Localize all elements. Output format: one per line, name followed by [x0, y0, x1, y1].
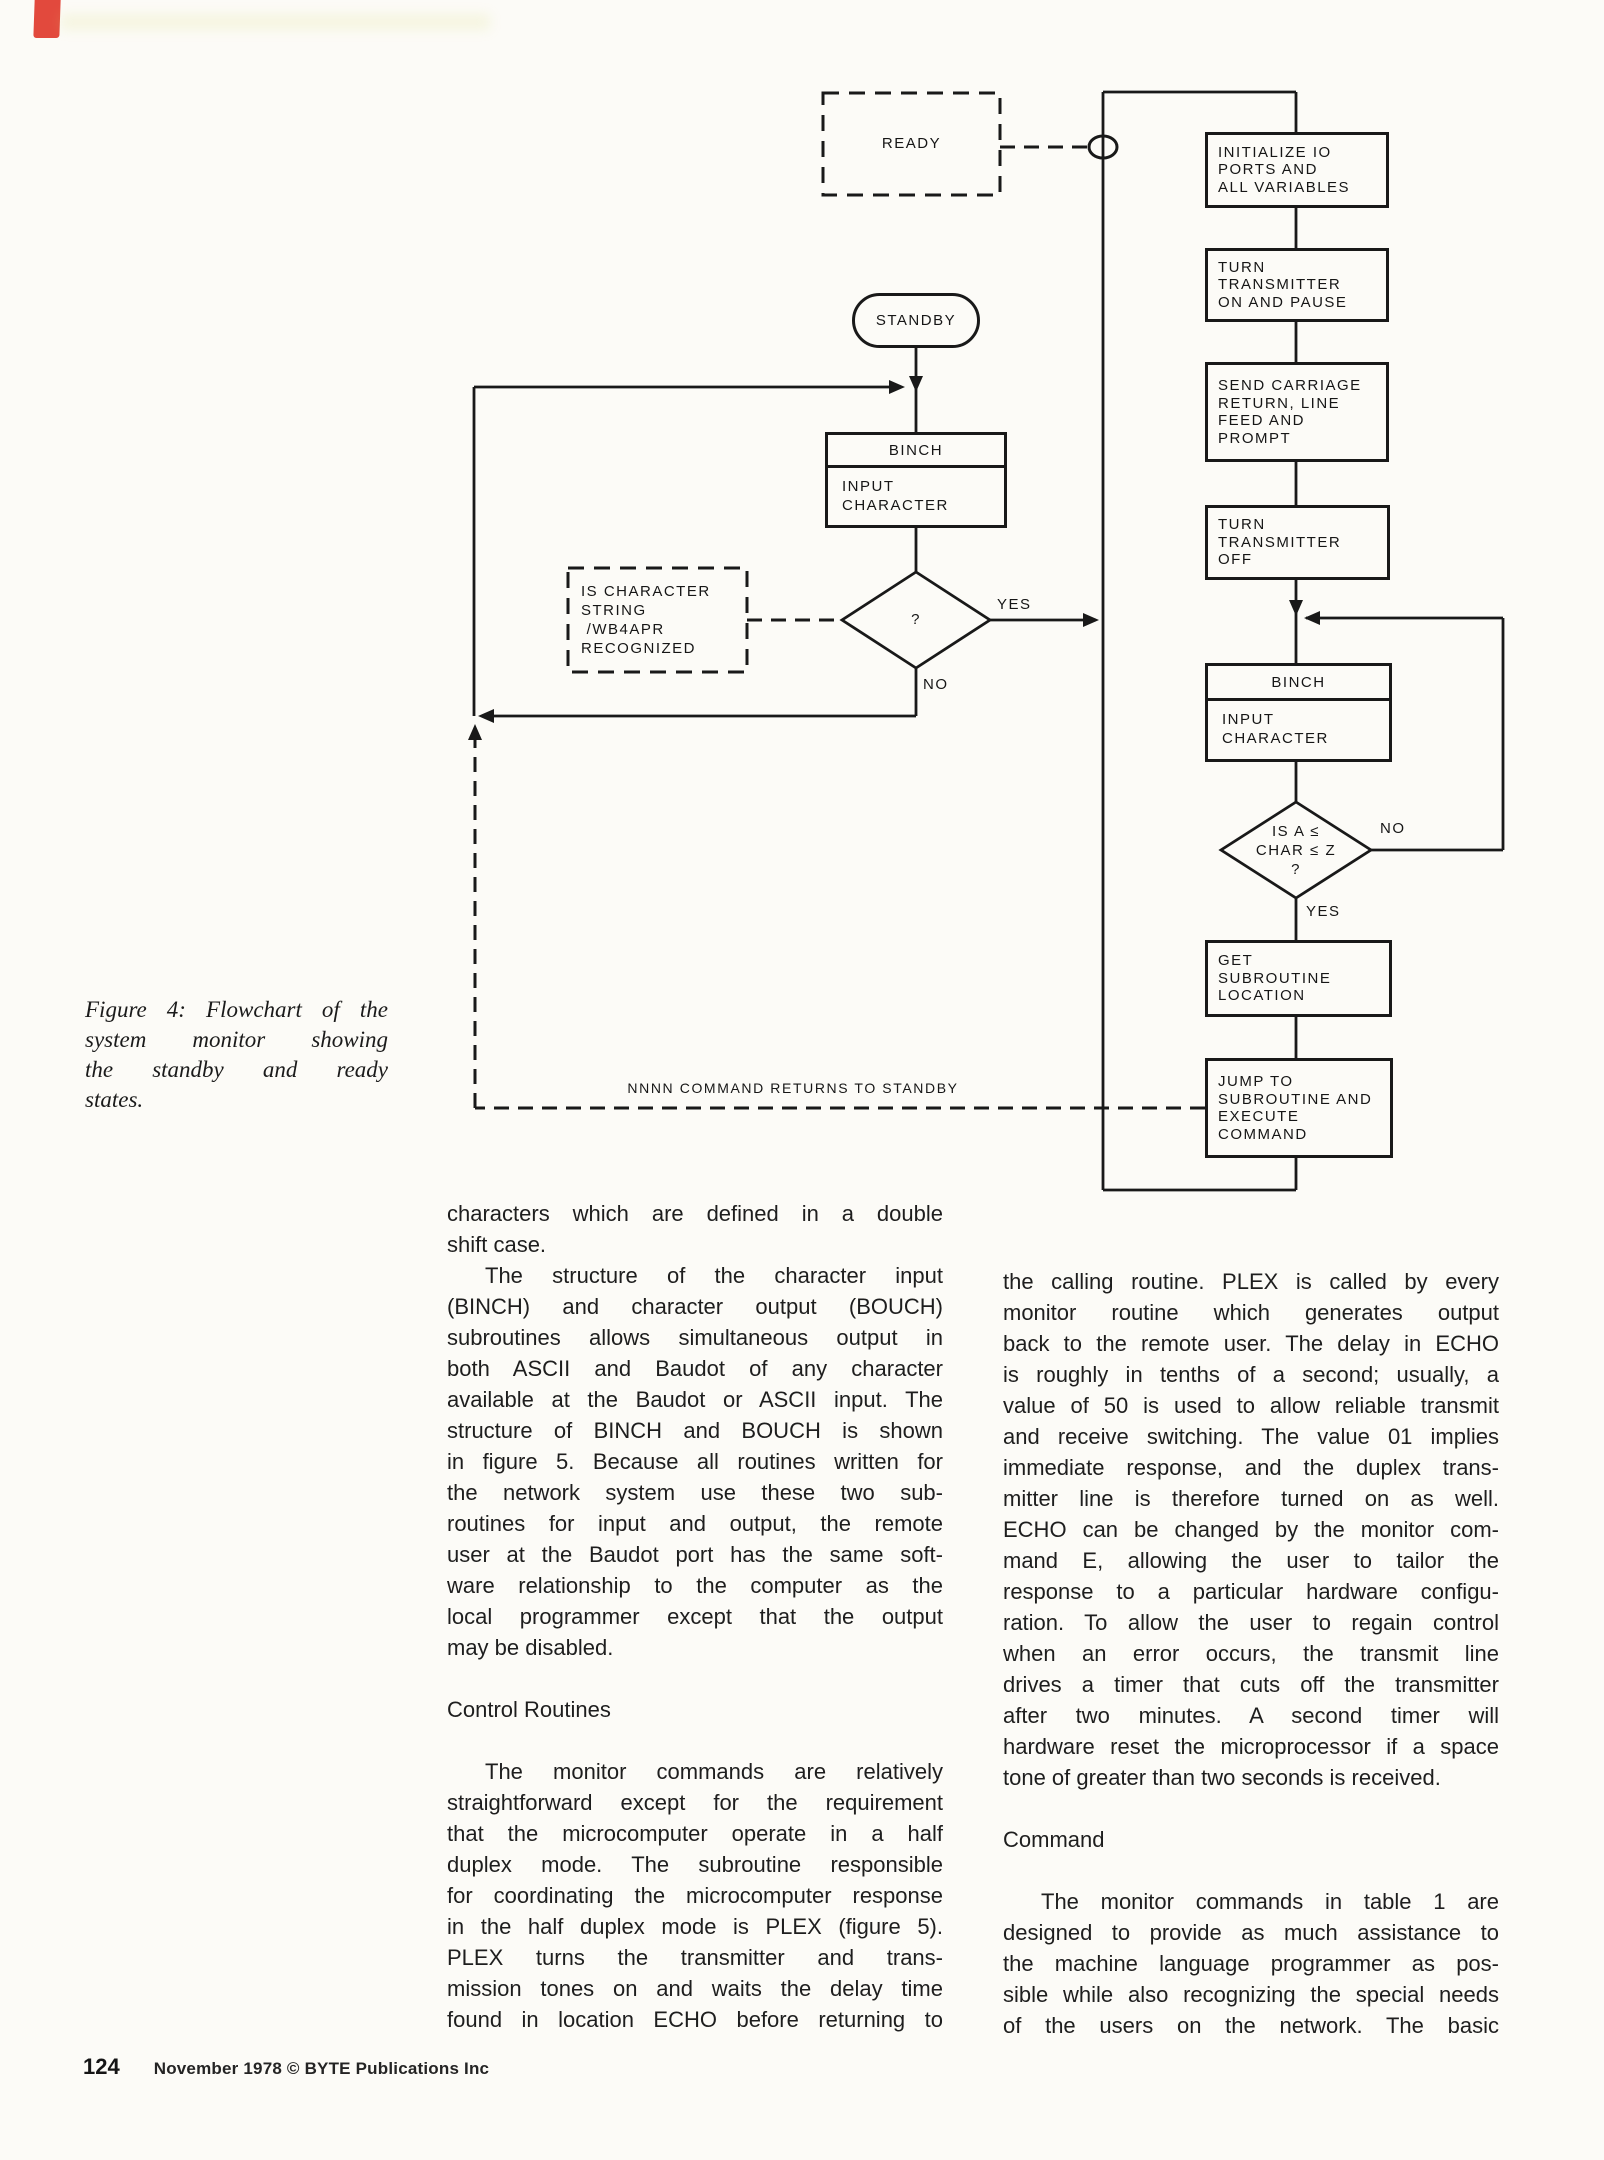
text-line: characters which are defined in a double — [447, 1201, 943, 1226]
flow-node-transmitter-off-label: TURN TRANSMITTER OFF — [1218, 516, 1342, 569]
text-line: mand E, allowing the user to tailor the — [1003, 1548, 1499, 1573]
branch-label-no-right: NO — [1380, 820, 1406, 837]
text-line: ware relationship to the computer as the — [447, 1573, 943, 1598]
text-line: available at the Baudot or ASCII input. … — [447, 1387, 943, 1412]
flow-node-binch-right-title: BINCH — [1208, 666, 1389, 701]
text-line: of the users on the network. The basic — [1003, 2013, 1499, 2038]
text-line: in figure 5. Because all routines writte… — [447, 1449, 943, 1474]
text-line: routines for input and output, the remot… — [447, 1511, 943, 1536]
return-to-standby-note: NNNN COMMAND RETURNS TO STANDBY — [627, 1080, 959, 1096]
text-line: ECHO can be changed by the monitor com- — [1003, 1517, 1499, 1542]
figure-caption: Figure 4: Flowchart of the system monitor… — [85, 995, 388, 1115]
text-line: response to a particular hardware config… — [1003, 1579, 1499, 1604]
text-line: drives a timer that cuts off the transmi… — [1003, 1672, 1499, 1697]
text-line: The monitor commands are relatively — [485, 1759, 943, 1784]
article-column-left: characters which are defined in a double… — [447, 1198, 943, 2035]
text-line: the calling routine. PLEX is called by e… — [1003, 1269, 1499, 1294]
text-line: structure of BINCH and BOUCH is shown — [447, 1418, 943, 1443]
text-line: user at the Baudot port has the same sof… — [447, 1542, 943, 1567]
text-line: mission tones on and waits the delay tim… — [447, 1976, 943, 2001]
flow-node-initialize-io — [1205, 132, 1389, 208]
text-line: The structure of the character input — [485, 1263, 943, 1288]
text-line: is roughly in tenths of a second; usuall… — [1003, 1362, 1499, 1387]
text-line: tone of greater than two seconds is rece… — [1003, 1765, 1441, 1790]
caption-line: Figure 4: Flowchart of the — [85, 997, 388, 1022]
flow-node-initialize-io-label: INITIALIZE IO PORTS AND ALL VARIABLES — [1218, 143, 1351, 196]
flow-node-get-subroutine-label: GET SUBROUTINE LOCATION — [1218, 952, 1332, 1005]
text-line: after two minutes. A second timer will — [1003, 1703, 1499, 1728]
branch-label-no-left: NO — [923, 676, 949, 693]
text-line: the network system use these two sub- — [447, 1480, 943, 1505]
flow-decision-recognized: ? — [911, 611, 921, 629]
flow-node-standby — [852, 293, 980, 348]
text-line: duplex mode. The subroutine responsible — [447, 1852, 943, 1877]
text-line: for coordinating the microcomputer respo… — [447, 1883, 943, 1908]
paragraph: the calling routine. PLEX is called by e… — [1003, 1266, 1499, 1793]
text-line: value of 50 is used to allow reliable tr… — [1003, 1393, 1499, 1418]
flow-node-binch-left-title: BINCH — [828, 435, 1004, 468]
text-line: back to the remote user. The delay in EC… — [1003, 1331, 1499, 1356]
paragraph: The monitor commands are relatively strai… — [447, 1756, 943, 2035]
flow-node-get-subroutine — [1205, 940, 1392, 1017]
text-line: (BINCH) and character output (BOUCH) — [447, 1294, 943, 1319]
text-line: that the microcomputer operate in a half — [447, 1821, 943, 1846]
text-line: when an error occurs, the transmit line — [1003, 1641, 1499, 1666]
text-line: The monitor commands in table 1 are — [1041, 1889, 1499, 1914]
paragraph: The monitor commands in table 1 are desig… — [1003, 1886, 1499, 2041]
flow-node-send-carriage-label: SEND CARRIAGE RETURN, LINE FEED AND PROM… — [1218, 377, 1362, 447]
text-line: sible while also recognizing the special… — [1003, 1982, 1499, 2007]
paragraph: characters which are defined in a double… — [447, 1198, 943, 1260]
text-line: local programmer except that the output — [447, 1604, 943, 1629]
text-line: designed to provide as much assistance t… — [1003, 1920, 1499, 1945]
text-line: shift case. — [447, 1232, 547, 1257]
branch-label-yes-left: YES — [997, 596, 1032, 613]
page-footer: 124 November 1978 © BYTE Publications In… — [83, 2054, 489, 2080]
text-line: found in location ECHO before returning … — [447, 2007, 943, 2032]
text-line: in the half duplex mode is PLEX (figure … — [447, 1914, 943, 1939]
text-line: both ASCII and Baudot of any character — [447, 1356, 943, 1381]
flow-node-transmitter-on — [1205, 248, 1389, 322]
flow-node-jump-subroutine — [1205, 1058, 1393, 1158]
text-line: monitor routine which generates output — [1003, 1300, 1499, 1325]
flow-node-standby-label: STANDBY — [875, 311, 957, 329]
section-heading: Command — [1003, 1827, 1105, 1852]
flow-node-transmitter-off — [1205, 505, 1390, 580]
flow-node-ready: READY — [881, 135, 942, 153]
section-heading: Control Routines — [447, 1697, 611, 1722]
flow-node-binch-left-body: INPUT CHARACTER — [842, 478, 949, 514]
caption-line: system monitor showing — [85, 1027, 388, 1052]
flow-node-send-carriage — [1205, 362, 1389, 462]
text-line: subroutines allows simultaneous output i… — [447, 1325, 943, 1350]
text-line: PLEX turns the transmitter and trans- — [447, 1945, 943, 1970]
text-line: and receive switching. The value 01 impl… — [1003, 1424, 1499, 1449]
text-line: immediate response, and the duplex trans… — [1003, 1455, 1499, 1480]
text-line: the machine language programmer as pos- — [1003, 1951, 1499, 1976]
text-line: may be disabled. — [447, 1635, 614, 1660]
flow-node-jump-subroutine-label: JUMP TO SUBROUTINE AND EXECUTE COMMAND — [1218, 1073, 1373, 1143]
caption-line: the standby and ready — [85, 1057, 388, 1082]
article-column-right: the calling routine. PLEX is called by e… — [1003, 1266, 1499, 2041]
flow-decision-char-range: IS A ≤ CHAR ≤ Z ? — [1255, 822, 1337, 878]
text-line: straightforward except for the requireme… — [447, 1790, 943, 1815]
text-line: hardware reset the microprocessor if a s… — [1003, 1734, 1499, 1759]
flow-node-binch-right: BINCH INPUT CHARACTER — [1205, 663, 1392, 762]
paper-smudge — [60, 14, 490, 30]
flow-node-wb4apr: IS CHARACTER STRING /WB4APR RECOGNIZED — [581, 583, 711, 657]
branch-label-yes-right: YES — [1306, 903, 1341, 920]
flow-node-transmitter-on-label: TURN TRANSMITTER ON AND PAUSE — [1218, 258, 1348, 311]
flow-node-binch-left: BINCH INPUT CHARACTER — [825, 432, 1007, 528]
flow-node-binch-right-body: INPUT CHARACTER — [1222, 711, 1329, 747]
caption-line: states. — [85, 1087, 144, 1112]
paragraph: The structure of the character input (BIN… — [447, 1260, 943, 1663]
copyright-line: November 1978 © BYTE Publications Inc — [153, 2059, 490, 2078]
text-line: ration. To allow the user to regain cont… — [1003, 1610, 1499, 1635]
text-line: mitter line is therefore turned on as we… — [1003, 1486, 1499, 1511]
page-number: 124 — [83, 2054, 120, 2079]
